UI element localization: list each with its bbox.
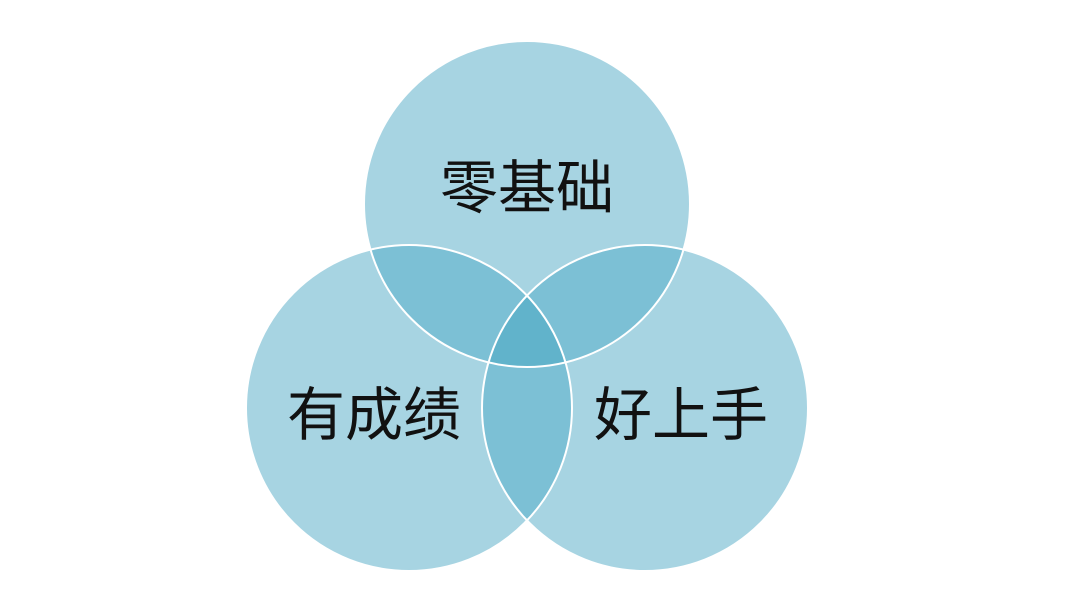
outline-right [481,244,809,572]
outline-left [245,244,573,572]
outline-top [363,40,691,368]
overlap-top-left [364,245,572,367]
label-left: 有成绩 [287,381,461,449]
overlap-top-right [482,245,690,367]
label-right: 好上手 [594,381,768,449]
label-top: 零基础 [440,154,614,222]
